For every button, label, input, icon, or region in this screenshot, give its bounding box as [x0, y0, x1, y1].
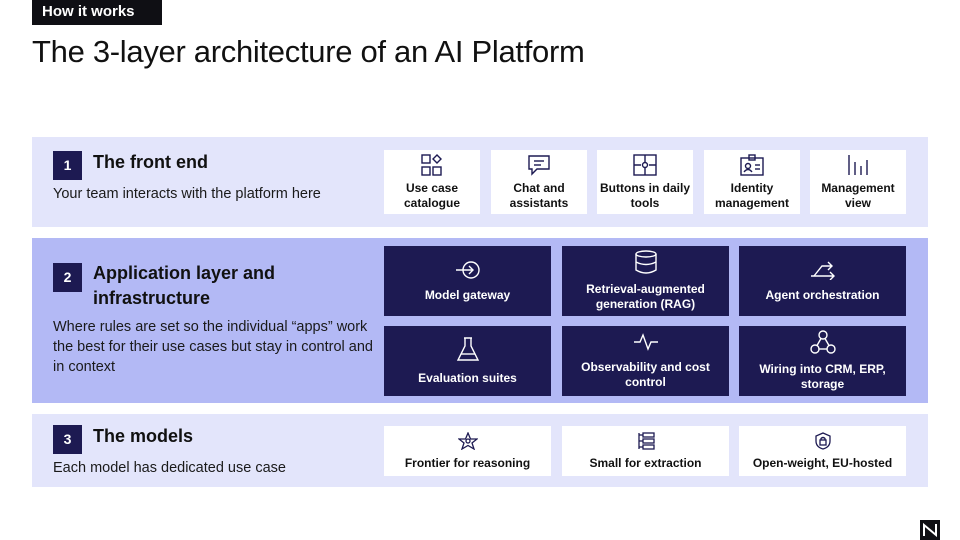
layer-title: The front end — [93, 152, 208, 172]
layer-models: 3 The models Each model has dedicated us… — [32, 414, 928, 487]
layer-description: Your team interacts with the platform he… — [53, 186, 321, 202]
card-agent-orchestration: Agent orchestration — [739, 246, 906, 316]
card-label: Model gateway — [424, 287, 511, 302]
gateway-arrow-icon — [455, 260, 480, 279]
card-identity-management: Identity management — [704, 150, 800, 214]
card-label: Wiring into CRM, ERP, storage — [759, 362, 886, 391]
split-arrows-icon — [810, 261, 835, 280]
card-model-gateway: Model gateway — [384, 246, 551, 316]
card-label: Identity management — [714, 180, 790, 210]
card-buttons-daily-tools: Buttons in daily tools — [597, 150, 693, 214]
card-chat-assistants: Chat and assistants — [491, 150, 587, 214]
card-open-weight-eu: Open-weight, EU-hosted — [739, 426, 906, 476]
lock-shield-icon — [814, 431, 831, 450]
list-tree-icon — [637, 431, 655, 450]
page-title: The 3-layer architecture of an AI Platfo… — [32, 34, 585, 69]
star-network-icon — [457, 431, 478, 450]
layer-application-infrastructure: 2 Application layer and infrastructure W… — [32, 238, 928, 403]
brand-logo — [920, 520, 940, 540]
card-observability-cost: Observability and cost control — [562, 326, 729, 396]
card-evaluation-suites: Evaluation suites — [384, 326, 551, 396]
brand-mark-icon — [923, 522, 937, 538]
card-label: Observability and cost control — [581, 360, 710, 389]
bar-chart-icon — [848, 154, 868, 175]
card-use-case-catalogue: Use case catalogue — [384, 150, 480, 214]
card-label: Use case catalogue — [403, 180, 460, 210]
layer-number: 2 — [53, 263, 82, 292]
layer-description: Each model has dedicated use case — [53, 460, 286, 476]
grid-shapes-icon — [421, 153, 442, 176]
section-tag: How it works — [32, 0, 162, 25]
database-icon — [634, 250, 657, 274]
card-wiring-integrations: Wiring into CRM, ERP, storage — [739, 326, 906, 396]
chat-bubble-icon — [528, 154, 550, 176]
card-label: Buttons in daily tools — [600, 180, 690, 210]
card-label: Retrieval-augmented generation (RAG) — [586, 282, 705, 311]
layer-number: 3 — [53, 425, 82, 454]
layer-front-end: 1 The front end Your team interacts with… — [32, 137, 928, 227]
card-frontier-reasoning: Frontier for reasoning — [384, 426, 551, 476]
flask-icon — [456, 336, 479, 361]
card-label: Open-weight, EU-hosted — [752, 455, 893, 470]
layer-title: Application layer and infrastructure — [93, 263, 276, 308]
card-label: Chat and assistants — [509, 180, 569, 210]
card-label: Management view — [821, 180, 895, 210]
network-nodes-icon — [809, 330, 836, 354]
pulse-icon — [633, 333, 658, 351]
layer-description: Where rules are set so the individual “a… — [53, 319, 373, 375]
puzzle-icon — [633, 153, 657, 176]
layer-title: The models — [93, 426, 194, 446]
card-label: Evaluation suites — [418, 370, 517, 385]
id-card-icon — [740, 153, 764, 176]
layer-number: 1 — [53, 151, 82, 180]
card-small-extraction: Small for extraction — [562, 426, 729, 476]
card-label: Agent orchestration — [765, 287, 880, 302]
card-management-view: Management view — [810, 150, 906, 214]
card-rag: Retrieval-augmented generation (RAG) — [562, 246, 729, 316]
card-label: Frontier for reasoning — [404, 455, 531, 470]
card-label: Small for extraction — [589, 455, 702, 470]
